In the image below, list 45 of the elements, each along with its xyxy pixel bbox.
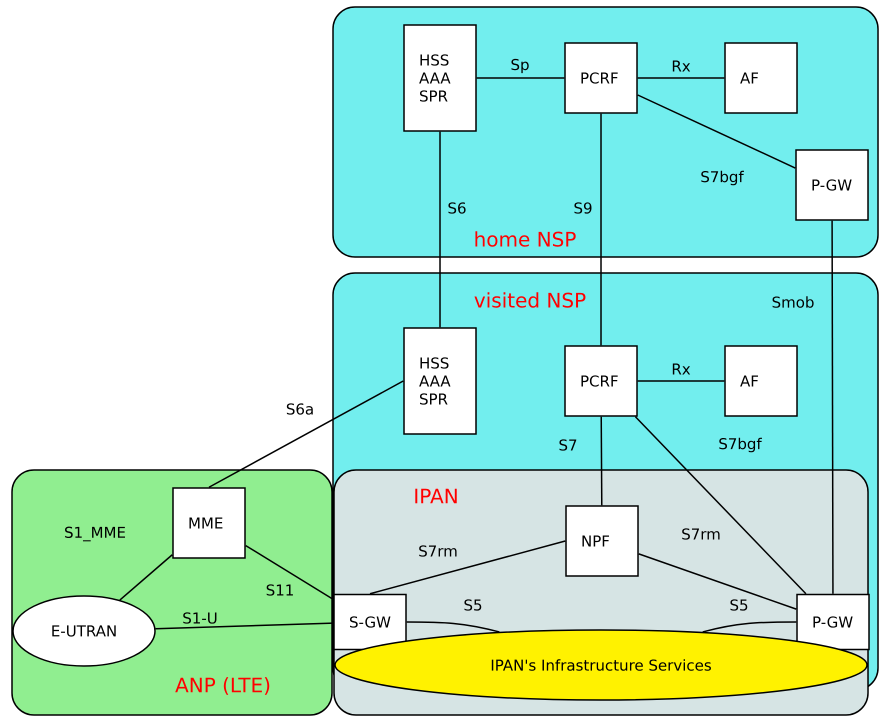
edge-label: S5	[730, 599, 748, 611]
connector-line	[637, 94, 796, 169]
edge-label: Sp	[511, 58, 529, 74]
edge-label: S5	[464, 599, 482, 611]
connector-line	[156, 622, 334, 630]
edge-label: S1-U	[183, 612, 216, 624]
edge-label: Rx	[672, 60, 690, 72]
connector-line	[600, 416, 603, 506]
connector-line	[245, 544, 334, 600]
connector-line	[638, 380, 724, 382]
edge-label: Rx	[672, 364, 690, 374]
connector-line	[439, 132, 441, 328]
connector-line	[702, 621, 796, 633]
network-box: P-GW	[795, 149, 869, 221]
network-box: AF	[724, 345, 798, 417]
connector-line	[638, 553, 796, 610]
edge-label: S11	[266, 584, 293, 596]
network-box: HSS AAA SPR	[403, 327, 477, 435]
edge-label: S6a	[286, 403, 313, 415]
connector-line	[638, 77, 724, 79]
network-box: NPF	[565, 505, 639, 577]
connector-line	[406, 621, 500, 633]
edge-label: S9	[574, 202, 592, 214]
edge-label: S6	[448, 202, 466, 214]
network-box: PCRF	[564, 345, 638, 417]
connector-line	[119, 554, 173, 601]
edge-label: S1_MME	[65, 526, 125, 542]
network-box: PCRF	[564, 42, 638, 114]
edge-label: S7	[559, 439, 576, 451]
network-box: P-GW	[796, 594, 870, 650]
connector-line	[600, 114, 602, 346]
connector-line	[208, 380, 404, 488]
edge-label: Smob	[772, 296, 814, 308]
edge-label: S7bgf	[719, 438, 762, 452]
network-box: HSS AAA SPR	[403, 24, 477, 132]
network-box: AF	[724, 42, 798, 114]
edge-label: S7rm	[682, 528, 720, 540]
connector-line	[634, 416, 806, 594]
network-box: S-GW	[333, 594, 407, 650]
connector-line	[370, 540, 566, 594]
connector-line	[476, 77, 564, 79]
edge-label: S7bgf	[701, 170, 744, 186]
connector-line	[831, 220, 834, 594]
edge-label: S7rm	[419, 545, 457, 557]
network-box: MME	[172, 487, 246, 559]
